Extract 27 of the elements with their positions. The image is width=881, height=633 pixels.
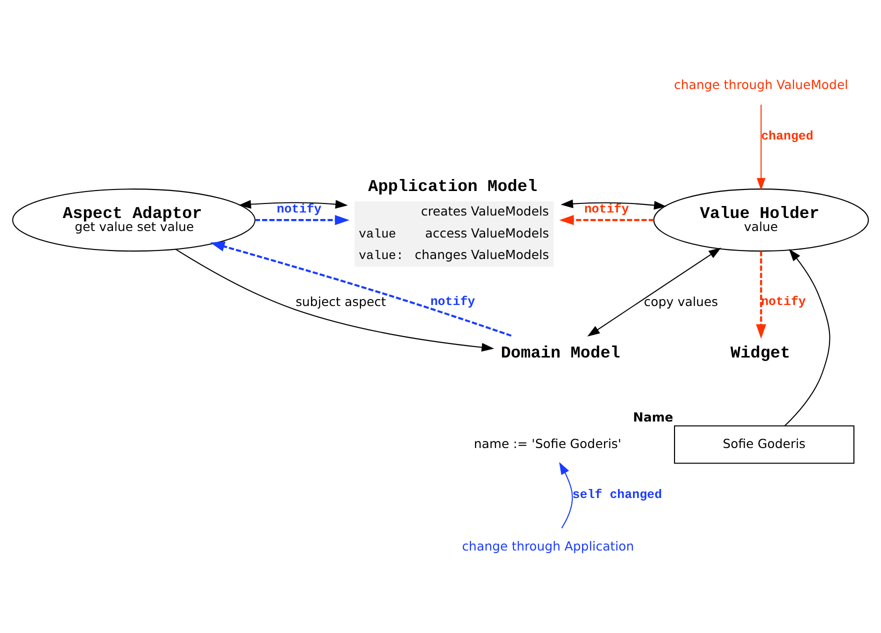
edge-label: changed [761,129,814,144]
node-text: name := 'Sofie Goderis' [474,436,622,451]
arrow [559,462,573,528]
node-text: Domain Model [500,343,620,362]
edge-label: copy values [644,294,718,310]
edge-label: notify [584,202,629,216]
node-text: Widget [730,343,790,362]
arrow [559,214,654,226]
arrow [560,199,666,210]
edge-label: notify [761,295,806,310]
edge-label: subject aspect [296,294,386,310]
arrow [756,251,766,339]
node-label: Application Model [368,176,538,196]
node-text: change through Application [462,538,634,554]
edge-label: notify [430,295,476,310]
arrow [784,248,830,426]
node-label: Name [633,409,674,424]
arrow [587,248,722,337]
arrow [175,248,494,352]
arrow [254,214,350,226]
node-text: change through ValueModel [674,77,848,92]
node-box: Sofie Goderis [674,425,854,464]
arrow [756,104,766,190]
arrow [210,242,512,337]
edge-label: self changed [572,488,662,502]
edge-label: notify [276,202,322,216]
arrow [238,200,348,209]
